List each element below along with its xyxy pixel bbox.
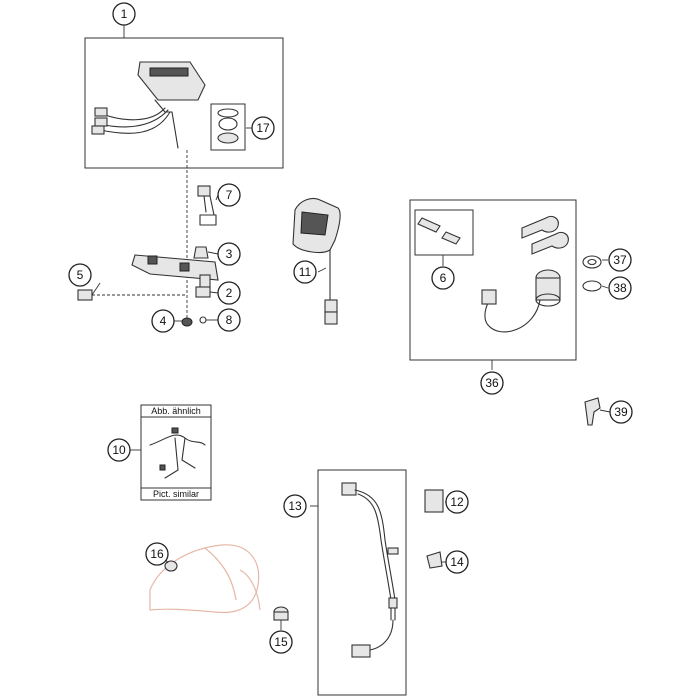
callout-5: 5	[68, 263, 92, 287]
svg-text:17: 17	[256, 121, 270, 135]
svg-text:3: 3	[226, 247, 233, 261]
frame-item-1	[84, 37, 284, 169]
leader-lines	[91, 25, 611, 630]
svg-text:6: 6	[440, 271, 447, 285]
ignition-lock-assembly	[417, 215, 602, 426]
svg-text:4: 4	[160, 314, 167, 328]
callout-7: 7	[217, 183, 241, 207]
svg-text:12: 12	[450, 495, 464, 509]
bracket-assembly	[77, 185, 219, 327]
callout-4: 4	[151, 309, 175, 333]
callout-36: 36	[480, 371, 504, 395]
callout-6: 6	[431, 266, 455, 290]
svg-text:39: 39	[614, 405, 628, 419]
callout-14: 14	[445, 550, 469, 574]
speed-sensor-cable	[341, 482, 399, 658]
callout-10: 10	[107, 438, 131, 462]
label-abb-aehnlich: Abb. ähnlich	[151, 406, 201, 416]
callout-15: 15	[269, 630, 293, 654]
background-frame-outline	[149, 544, 261, 614]
svg-text:7: 7	[226, 188, 233, 202]
callout-3: 3	[217, 242, 241, 266]
svg-text:5: 5	[77, 268, 84, 282]
svg-text:10: 10	[112, 443, 126, 457]
callout-2: 2	[217, 281, 241, 305]
instrument-assembly	[91, 61, 246, 151]
small-parts	[164, 489, 444, 621]
callout-11: 11	[293, 260, 317, 284]
svg-text:37: 37	[613, 253, 627, 267]
svg-text:2: 2	[226, 286, 233, 300]
callout-16: 16	[145, 542, 169, 566]
svg-text:16: 16	[150, 547, 164, 561]
callout-39: 39	[609, 400, 633, 424]
svg-text:13: 13	[288, 499, 302, 513]
label-pict-similar: Pict. similar	[153, 489, 199, 499]
frame-item-13	[317, 469, 407, 696]
callout-1: 1	[112, 2, 136, 26]
svg-text:14: 14	[450, 555, 464, 569]
svg-text:1: 1	[121, 7, 128, 21]
callout-8: 8	[217, 308, 241, 332]
svg-text:11: 11	[299, 265, 312, 279]
svg-text:8: 8	[226, 313, 233, 327]
callout-37: 37	[608, 248, 632, 272]
svg-text:36: 36	[485, 376, 499, 390]
callout-12: 12	[445, 490, 469, 514]
svg-text:15: 15	[274, 635, 288, 649]
wiring-harness	[149, 427, 206, 479]
frame-item-36	[409, 199, 577, 361]
callout-38: 38	[608, 276, 632, 300]
callout-17: 17	[251, 116, 275, 140]
callout-13: 13	[283, 494, 307, 518]
frame-item-6	[414, 209, 474, 256]
svg-text:38: 38	[613, 281, 627, 295]
dashboard-display	[292, 197, 341, 325]
